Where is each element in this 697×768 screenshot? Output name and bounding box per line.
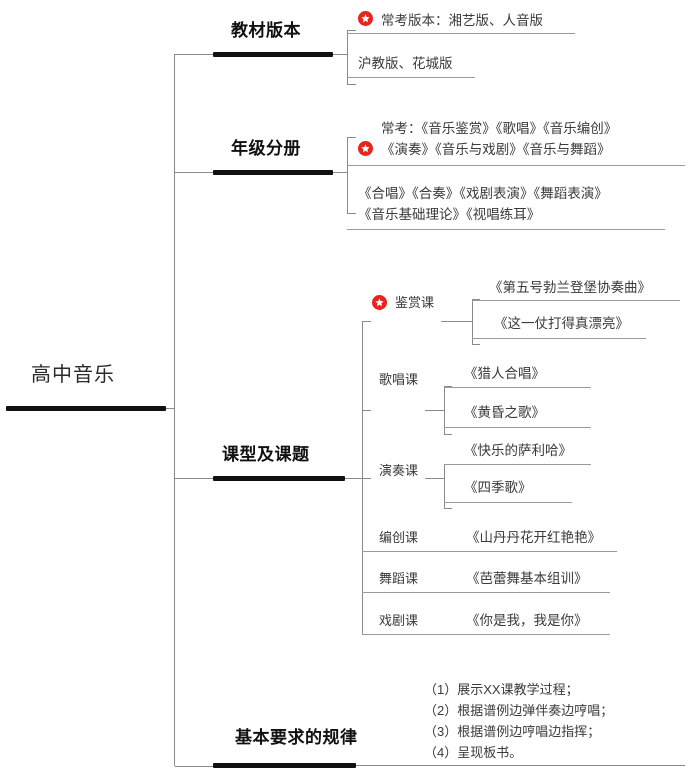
topic-connector-3-2-2 bbox=[444, 434, 452, 435]
topic-label-3-5-1[interactable]: 《芭蕾舞基本组训》 bbox=[466, 571, 588, 586]
topic-label-3-1-2[interactable]: 《这一仗打得真漂亮》 bbox=[494, 316, 629, 331]
branch-bar-1 bbox=[213, 52, 333, 57]
requirement-item-3[interactable]: （3）根据谱例边哼唱边指挥； bbox=[424, 724, 601, 739]
leaf-connector-2-2 bbox=[347, 213, 356, 214]
branch-1-child-stub bbox=[333, 54, 347, 55]
branch-label-2[interactable]: 年级分册 bbox=[231, 139, 301, 158]
topic-underline-3-4-1 bbox=[362, 551, 617, 552]
leaf-connector-1-1 bbox=[347, 30, 356, 31]
topic-label-3-1-1[interactable]: 《第五号勃兰登堡协奏曲》 bbox=[489, 280, 651, 295]
category-3-1-topic-stub bbox=[441, 321, 472, 322]
branch-1-child-bracket bbox=[347, 30, 348, 84]
category-connector-3-3 bbox=[362, 478, 371, 479]
category-3-1-topic-bracket bbox=[472, 299, 473, 344]
leaf-label-2-2-line2[interactable]: 《音乐基础理论》《视唱练耳》 bbox=[358, 207, 541, 222]
star-icon bbox=[372, 295, 387, 310]
topic-connector-3-2-1 bbox=[444, 386, 452, 387]
topic-label-3-2-2[interactable]: 《黄昏之歌》 bbox=[464, 405, 545, 420]
star-icon bbox=[358, 11, 373, 26]
topic-label-3-3-2[interactable]: 《四季歌》 bbox=[464, 480, 532, 495]
requirement-item-4[interactable]: （4）呈现板书。 bbox=[424, 745, 523, 760]
topic-connector-3-3-2 bbox=[444, 508, 452, 509]
topic-underline-3-1-2 bbox=[472, 338, 646, 339]
requirement-item-1[interactable]: （1）展示XX课教学过程； bbox=[424, 682, 579, 697]
leaf-label-2-1-line1[interactable]: 常考：《音乐鉴赏》《歌唱》《音乐编创》 bbox=[381, 121, 618, 136]
leaf-label-1-1[interactable]: 常考版本：湘艺版、人音版 bbox=[381, 13, 543, 28]
topic-underline-3-3-2 bbox=[444, 502, 572, 503]
topic-label-3-2-1[interactable]: 《猎人合唱》 bbox=[464, 366, 545, 381]
branch-label-4[interactable]: 基本要求的规律 bbox=[235, 728, 358, 747]
root-connector-stub bbox=[166, 408, 175, 409]
topic-underline-3-3-1 bbox=[444, 464, 591, 465]
leaf-underline-1-2 bbox=[347, 77, 475, 78]
leaf-label-2-1-line2[interactable]: 《演奏》《音乐与戏剧》《音乐与舞蹈》 bbox=[381, 142, 611, 157]
category-label-3-4[interactable]: 编创课 bbox=[379, 530, 419, 545]
category-3-2-topic-bracket bbox=[444, 386, 445, 434]
topic-underline-3-2-2 bbox=[444, 427, 591, 428]
topic-underline-3-5-1 bbox=[362, 592, 610, 593]
star-icon bbox=[358, 141, 373, 156]
branch-4-child-underline bbox=[356, 765, 685, 766]
branch-bar-4 bbox=[213, 763, 356, 768]
root-node-label[interactable]: 高中音乐 bbox=[31, 364, 115, 386]
leaf-underline-1-1 bbox=[347, 33, 575, 34]
branch-connector-2 bbox=[175, 172, 213, 173]
category-label-3-2[interactable]: 歌唱课 bbox=[379, 372, 419, 387]
branch-2-child-bracket bbox=[347, 137, 348, 213]
leaf-underline-2-1 bbox=[347, 165, 685, 166]
branch-connector-1 bbox=[175, 54, 213, 55]
category-3-3-topic-stub bbox=[425, 478, 444, 479]
branch-3-category-bracket bbox=[362, 321, 363, 634]
category-label-3-6[interactable]: 戏剧课 bbox=[379, 613, 419, 628]
branch-2-child-stub bbox=[333, 172, 347, 173]
leaf-label-2-2-line1[interactable]: 《合唱》《合奏》《戏剧表演》《舞蹈表演》 bbox=[358, 186, 608, 201]
branch-label-1[interactable]: 教材版本 bbox=[231, 21, 301, 40]
topic-underline-3-6-1 bbox=[362, 634, 610, 635]
category-3-2-topic-stub bbox=[425, 410, 444, 411]
requirement-item-2[interactable]: （2）根据谱例边弹伴奏边哼唱； bbox=[424, 703, 614, 718]
topic-underline-3-2-1 bbox=[444, 387, 591, 388]
root-node-bar bbox=[6, 406, 166, 411]
topic-label-3-6-1[interactable]: 《你是我，我是你》 bbox=[466, 613, 588, 628]
leaf-connector-2-1 bbox=[347, 137, 356, 138]
leaf-underline-2-2 bbox=[347, 229, 665, 230]
category-label-3-5[interactable]: 舞蹈课 bbox=[379, 571, 419, 586]
topic-label-3-3-1[interactable]: 《快乐的萨利哈》 bbox=[464, 443, 572, 458]
branch-bar-3 bbox=[213, 476, 345, 481]
category-connector-3-1 bbox=[362, 321, 371, 322]
leaf-connector-1-2 bbox=[347, 84, 356, 85]
topic-label-3-4-1[interactable]: 《山丹丹花开红艳艳》 bbox=[466, 530, 601, 545]
main-spine bbox=[174, 54, 175, 766]
branch-connector-3 bbox=[175, 478, 213, 479]
leaf-label-1-2[interactable]: 沪教版、花城版 bbox=[358, 56, 453, 71]
category-connector-3-2 bbox=[362, 410, 371, 411]
branch-connector-4 bbox=[175, 766, 213, 767]
topic-underline-3-1-1 bbox=[472, 300, 680, 301]
branch-bar-2 bbox=[213, 170, 333, 175]
topic-connector-3-1-2 bbox=[472, 344, 480, 345]
branch-3-child-stub bbox=[345, 478, 362, 479]
category-label-3-1[interactable]: 鉴赏课 bbox=[395, 295, 435, 310]
category-label-3-3[interactable]: 演奏课 bbox=[379, 463, 419, 478]
topic-connector-3-1-1 bbox=[472, 299, 480, 300]
branch-label-3[interactable]: 课型及课题 bbox=[222, 445, 310, 464]
category-3-3-topic-bracket bbox=[444, 464, 445, 508]
